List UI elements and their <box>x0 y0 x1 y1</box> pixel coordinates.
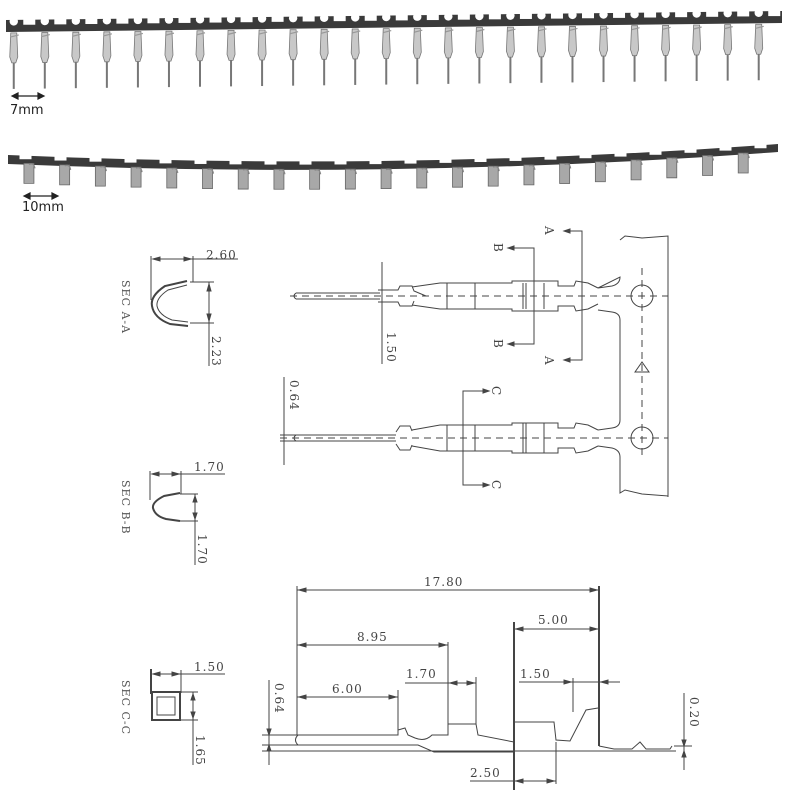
sec-b-title: SEC B-B <box>119 480 132 535</box>
sec-a-width: 2.60 <box>206 248 237 262</box>
pitch-label-female: 10mm <box>22 200 64 215</box>
sec-c-title: SEC C-C <box>119 680 132 735</box>
dim-wire-crimp-gap: 1.50 <box>520 667 551 681</box>
terminal-photos <box>6 8 782 200</box>
pitch-arrow-7mm <box>10 92 46 100</box>
male-terminal-strip <box>6 8 782 89</box>
pitch-arrow-10mm <box>22 192 60 200</box>
plan-view: 1.50 B B A A 0.64 C C <box>280 225 669 497</box>
marker-a-bottom: A <box>542 355 556 365</box>
marker-a-top: A <box>542 225 556 235</box>
section-a-a: 2.60 2.23 SEC A-A <box>119 248 238 367</box>
dim-carrier-thickness: 0.20 <box>687 697 701 728</box>
marker-c-top: C <box>489 386 503 395</box>
sec-b-width: 1.70 <box>194 460 225 474</box>
marker-c-bottom: C <box>489 480 503 489</box>
sec-c-height: 1.65 <box>193 735 207 766</box>
lower-pin-dim: 0.64 <box>287 380 301 411</box>
dim-overall-length: 17.80 <box>424 575 463 589</box>
pitch-label-male: 7mm <box>10 103 44 118</box>
dim-pin-length: 6.00 <box>332 682 363 696</box>
dim-crimp-tab: 1.70 <box>406 667 437 681</box>
section-b-b: 1.70 1.70 SEC B-B <box>119 460 225 565</box>
sec-a-height: 2.23 <box>209 336 223 367</box>
marker-b-bottom: B <box>491 339 505 348</box>
side-view: 17.80 8.95 6.00 1.70 5.00 1.50 0.64 <box>262 575 701 790</box>
female-terminal-strip <box>8 143 778 190</box>
dim-contact-to-crimp: 8.95 <box>357 630 388 644</box>
section-c-c: 1.50 1.65 SEC C-C <box>119 660 225 766</box>
sec-a-title: SEC A-A <box>119 280 132 334</box>
sec-c-width: 1.50 <box>194 660 225 674</box>
dim-pin-thickness: 0.64 <box>272 683 286 714</box>
dim-insulation-crimp: 5.00 <box>538 613 569 627</box>
sec-b-height: 1.70 <box>195 534 209 565</box>
dim-bottom-offset: 2.50 <box>470 766 501 780</box>
marker-b-top: B <box>491 243 505 252</box>
upper-pin-dim: 1.50 <box>384 332 398 363</box>
